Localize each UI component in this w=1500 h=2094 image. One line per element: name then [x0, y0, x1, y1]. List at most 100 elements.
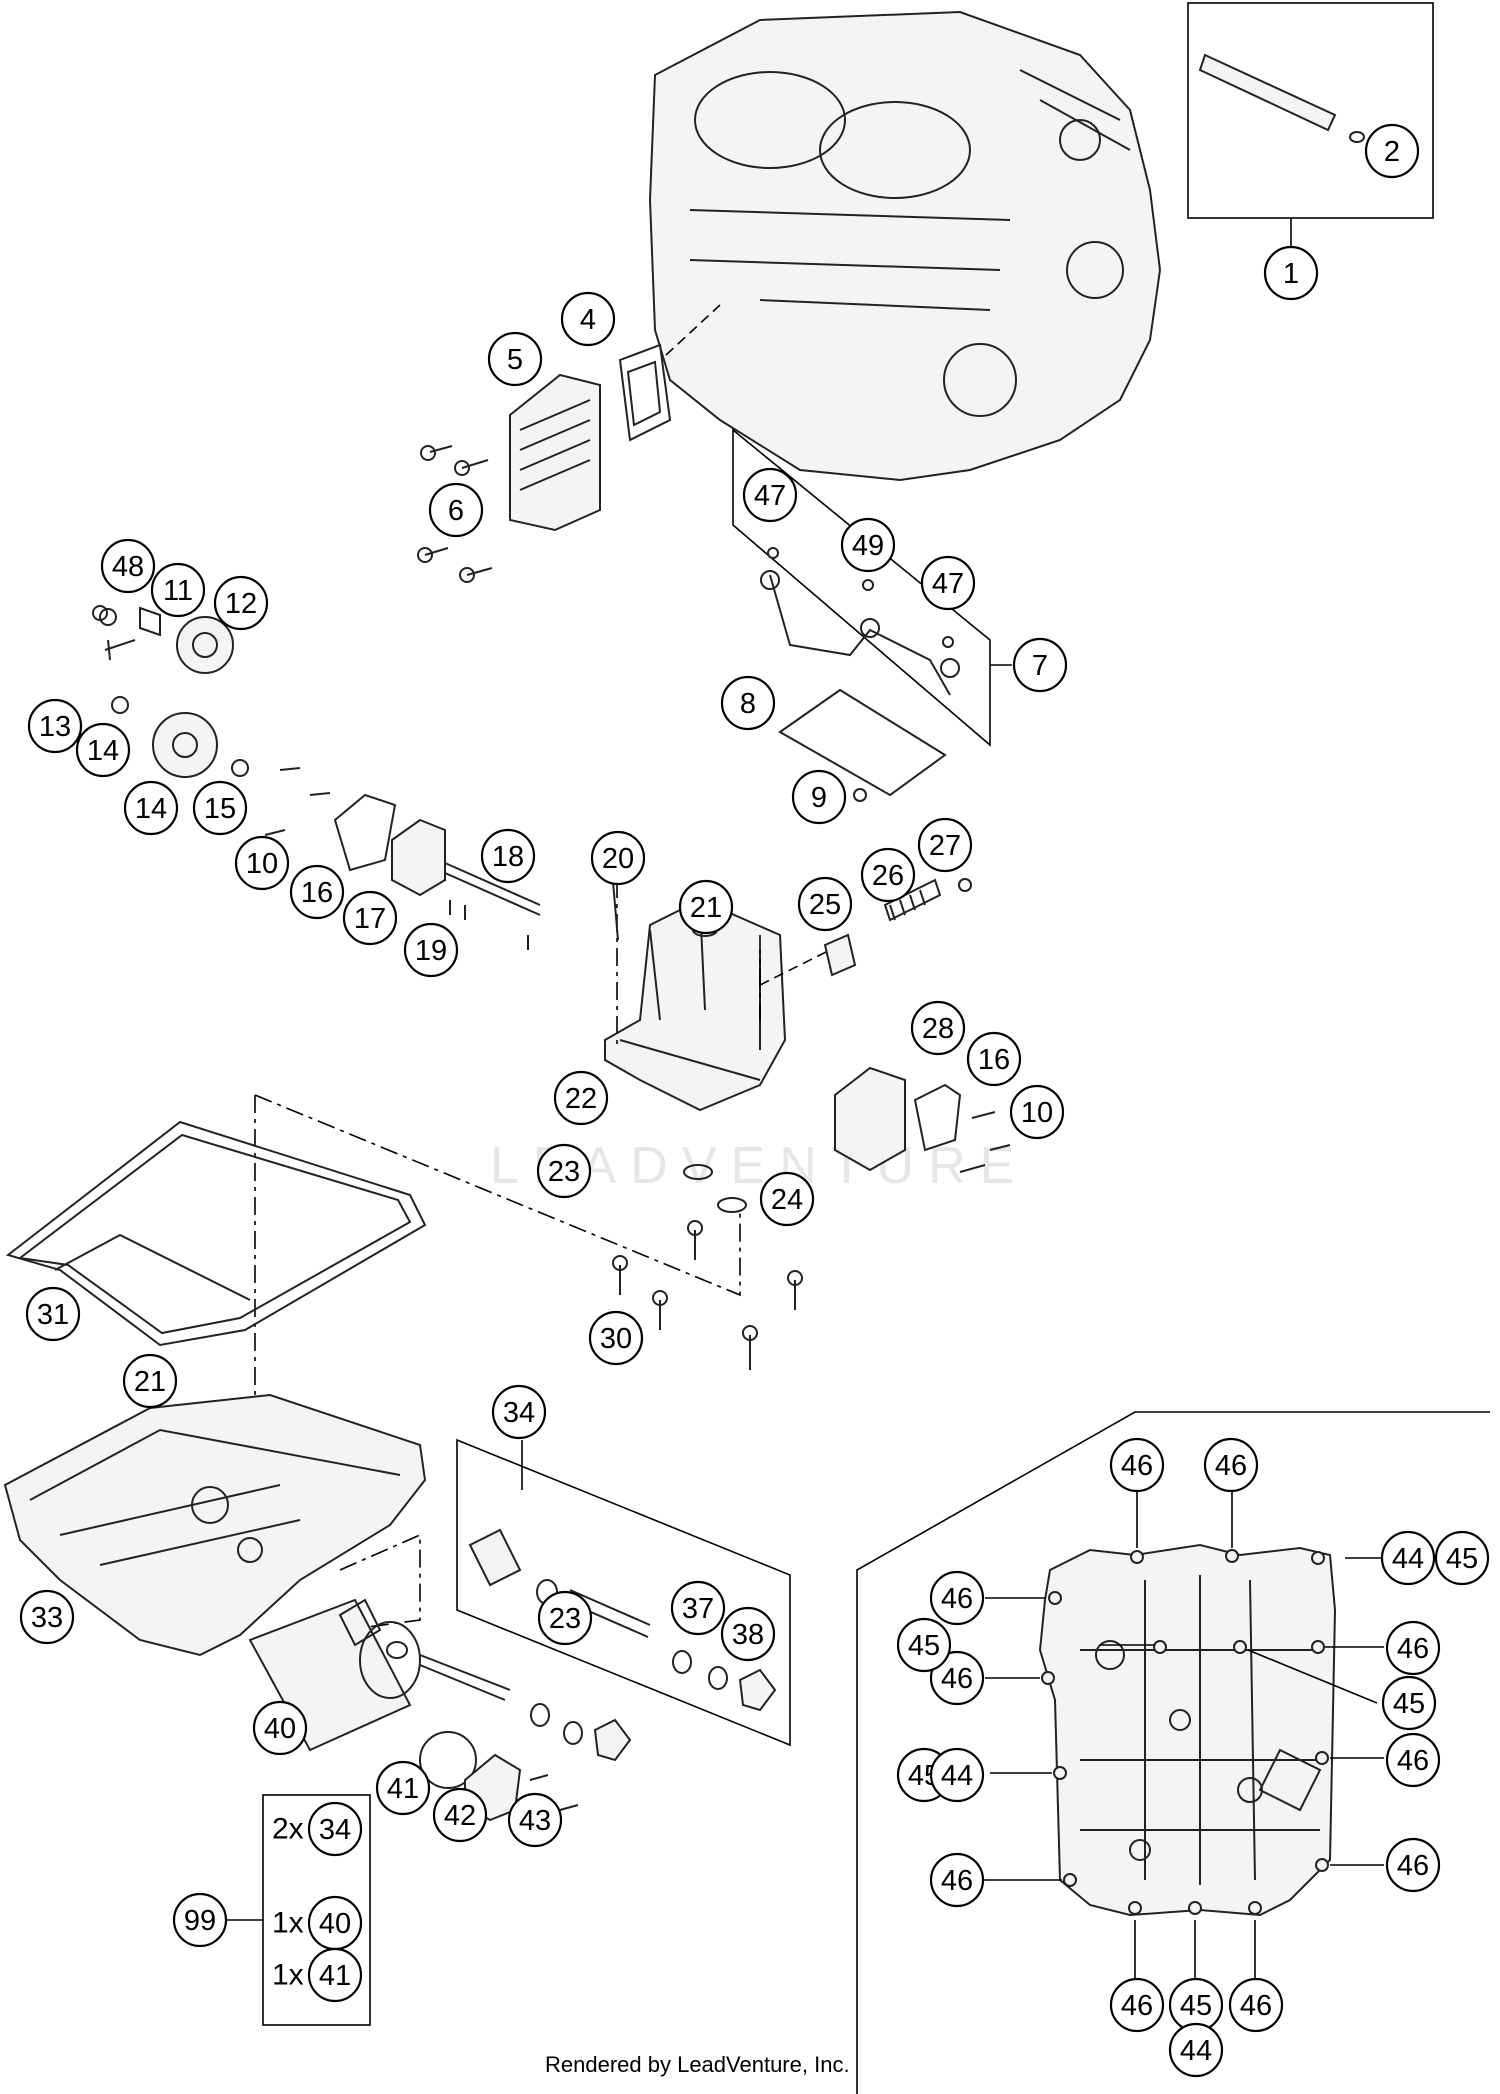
callout-circle	[213, 575, 269, 631]
callout-circle	[759, 1171, 815, 1227]
leader-lines	[980, 1490, 1408, 1980]
callout-circle	[720, 1606, 776, 1662]
callout-text: 46	[1215, 1450, 1247, 1482]
oil-pan-detail	[1038, 1543, 1337, 1917]
callout-circle	[1385, 1732, 1441, 1788]
callout-40: 40	[252, 1700, 308, 1756]
callout-22: 22	[553, 1070, 609, 1126]
callout-text: 26	[872, 860, 904, 892]
callout-18: 18	[480, 828, 536, 884]
callout-text: 14	[87, 735, 119, 767]
callout-circle	[25, 1286, 81, 1342]
callout-47: 47	[742, 467, 798, 523]
callout-text: 34	[503, 1397, 535, 1429]
callout-text: 37	[682, 1593, 714, 1625]
callout-text: 46	[941, 1865, 973, 1897]
callout-10: 10	[234, 835, 290, 891]
callout-text: 7	[1032, 650, 1048, 682]
callout-27: 27	[917, 817, 973, 873]
callout-2: 2	[1364, 123, 1420, 179]
callout-9: 9	[791, 769, 847, 825]
callout-21: 21	[678, 879, 734, 935]
svg-text:41: 41	[319, 1960, 351, 1992]
callout-circle	[1434, 1530, 1490, 1586]
callout-30: 30	[588, 1310, 644, 1366]
callout-circle	[75, 722, 131, 778]
callout-circle	[920, 555, 976, 611]
callout-4: 4	[560, 291, 616, 347]
callout-46: 46	[1385, 1620, 1441, 1676]
callout-text: 11	[163, 575, 193, 607]
callout-circle	[588, 1310, 644, 1366]
kit-ref-callout: 99	[172, 1892, 228, 1948]
callout-text: 43	[519, 1805, 551, 1837]
callout-text: 21	[134, 1366, 166, 1398]
callout-circle	[896, 1617, 952, 1673]
callout-12: 12	[213, 575, 269, 631]
assembly-lines	[254, 1094, 741, 1631]
callout-15: 15	[192, 780, 248, 836]
callout-circle	[1228, 1977, 1284, 2033]
callout-45: 45	[1434, 1530, 1490, 1586]
callout-circle	[403, 922, 459, 978]
kit-part-callout-34: 34	[307, 1801, 363, 1857]
callout-44: 44	[929, 1747, 985, 1803]
callout-7: 7	[1012, 637, 1068, 693]
callout-circle	[590, 830, 646, 886]
callout-26: 26	[860, 847, 916, 903]
callout-circle	[1263, 245, 1319, 301]
callout-text: 25	[809, 889, 841, 921]
callout-text: 16	[301, 877, 333, 909]
callout-circle	[1380, 1530, 1436, 1586]
callout-43: 43	[507, 1792, 563, 1848]
callout-circle	[840, 517, 896, 573]
callout-circle	[742, 467, 798, 523]
callout-text: 27	[929, 830, 961, 862]
callout-45: 45	[1168, 1977, 1224, 2033]
oil-pump-gears	[92, 605, 249, 778]
callout-text: 16	[978, 1044, 1010, 1076]
callout-text: 46	[1240, 1990, 1272, 2022]
oil-pan	[3, 1393, 427, 1657]
callout-23: 23	[536, 1143, 592, 1199]
callout-42: 42	[432, 1787, 488, 1843]
callout-text: 33	[31, 1602, 63, 1634]
callout-46: 46	[1228, 1977, 1284, 2033]
callout-circle	[192, 780, 248, 836]
oil-pump-housing	[604, 869, 787, 1112]
callout-37: 37	[670, 1580, 726, 1636]
callout-text: 12	[225, 588, 257, 620]
oil-cooler	[509, 304, 721, 532]
oil-cooler-bolts	[417, 445, 493, 583]
callout-circle	[432, 1787, 488, 1843]
callout-circle	[929, 1650, 985, 1706]
kit-part-callout-40: 40	[307, 1895, 363, 1951]
callout-11: 11	[150, 562, 206, 618]
callout-circle	[966, 1031, 1022, 1087]
callout-text: 45	[1393, 1688, 1425, 1720]
svg-text:99: 99	[184, 1905, 216, 1937]
o-rings	[683, 1164, 747, 1213]
kit-qty-1: 2x	[272, 1813, 304, 1846]
callout-text: 5	[507, 344, 523, 376]
callout-circle	[252, 1700, 308, 1756]
callout-46: 46	[929, 1852, 985, 1908]
callout-circle	[428, 482, 484, 538]
callout-41: 41	[375, 1760, 431, 1816]
callout-circle	[1012, 637, 1068, 693]
dowel-pin-inset	[1187, 2, 1434, 258]
oil-pan-gasket	[5, 1120, 427, 1347]
oil-pump-left	[264, 767, 541, 950]
callout-circle	[1364, 123, 1420, 179]
callout-text: 46	[1397, 1850, 1429, 1882]
callout-circle	[491, 1384, 547, 1440]
cover-plate	[778, 688, 947, 802]
callout-circle	[929, 1747, 985, 1803]
callout-circle	[929, 1852, 985, 1908]
callout-text: 10	[1021, 1097, 1053, 1129]
callout-8: 8	[720, 675, 776, 731]
callout-text: 18	[492, 841, 524, 873]
callout-21: 21	[122, 1353, 178, 1409]
callout-text: 6	[448, 495, 464, 527]
